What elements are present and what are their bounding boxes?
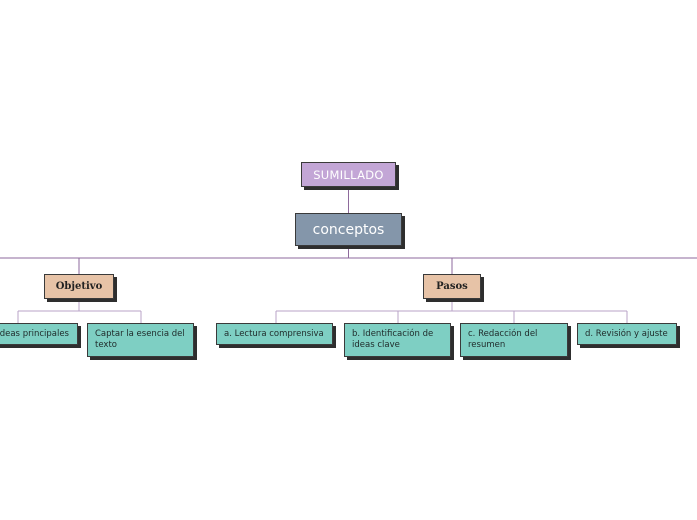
subtopic-label: Captar la esencia del texto [95, 329, 185, 350]
subtopic-label: c. Redacción del resumen [468, 329, 538, 350]
root-topic-label: SUMILLADO [313, 167, 384, 182]
subtopic-label: a. Lectura comprensiva [224, 328, 324, 339]
subtopic-label: b. Identificación de ideas clave [352, 329, 434, 350]
main-topic-label: Objetivo [55, 281, 103, 292]
subtopic-revision-ajuste[interactable]: d. Revisión y ajuste [577, 323, 677, 345]
subtopic-identificacion-ideas[interactable]: b. Identificación de ideas clave [344, 323, 451, 357]
subtopic-redaccion-resumen[interactable]: c. Redacción del resumen [460, 323, 568, 357]
root-topic-sumillado[interactable]: SUMILLADO [301, 162, 396, 187]
subtopic-captar-esencia[interactable]: Captar la esencia del texto [87, 323, 194, 357]
subtopic-label: Ideas principales [0, 328, 69, 339]
main-topic-pasos[interactable]: Pasos [423, 274, 481, 299]
central-topic-label: conceptos [312, 221, 385, 238]
subtopic-label: d. Revisión y ajuste [585, 328, 668, 339]
main-topic-label: Pasos [436, 281, 468, 292]
main-topic-objetivo[interactable]: Objetivo [44, 274, 114, 299]
subtopic-ideas-principales[interactable]: Ideas principales [0, 323, 78, 345]
central-topic-conceptos[interactable]: conceptos [295, 213, 402, 246]
subtopic-lectura-comprensiva[interactable]: a. Lectura comprensiva [216, 323, 333, 345]
